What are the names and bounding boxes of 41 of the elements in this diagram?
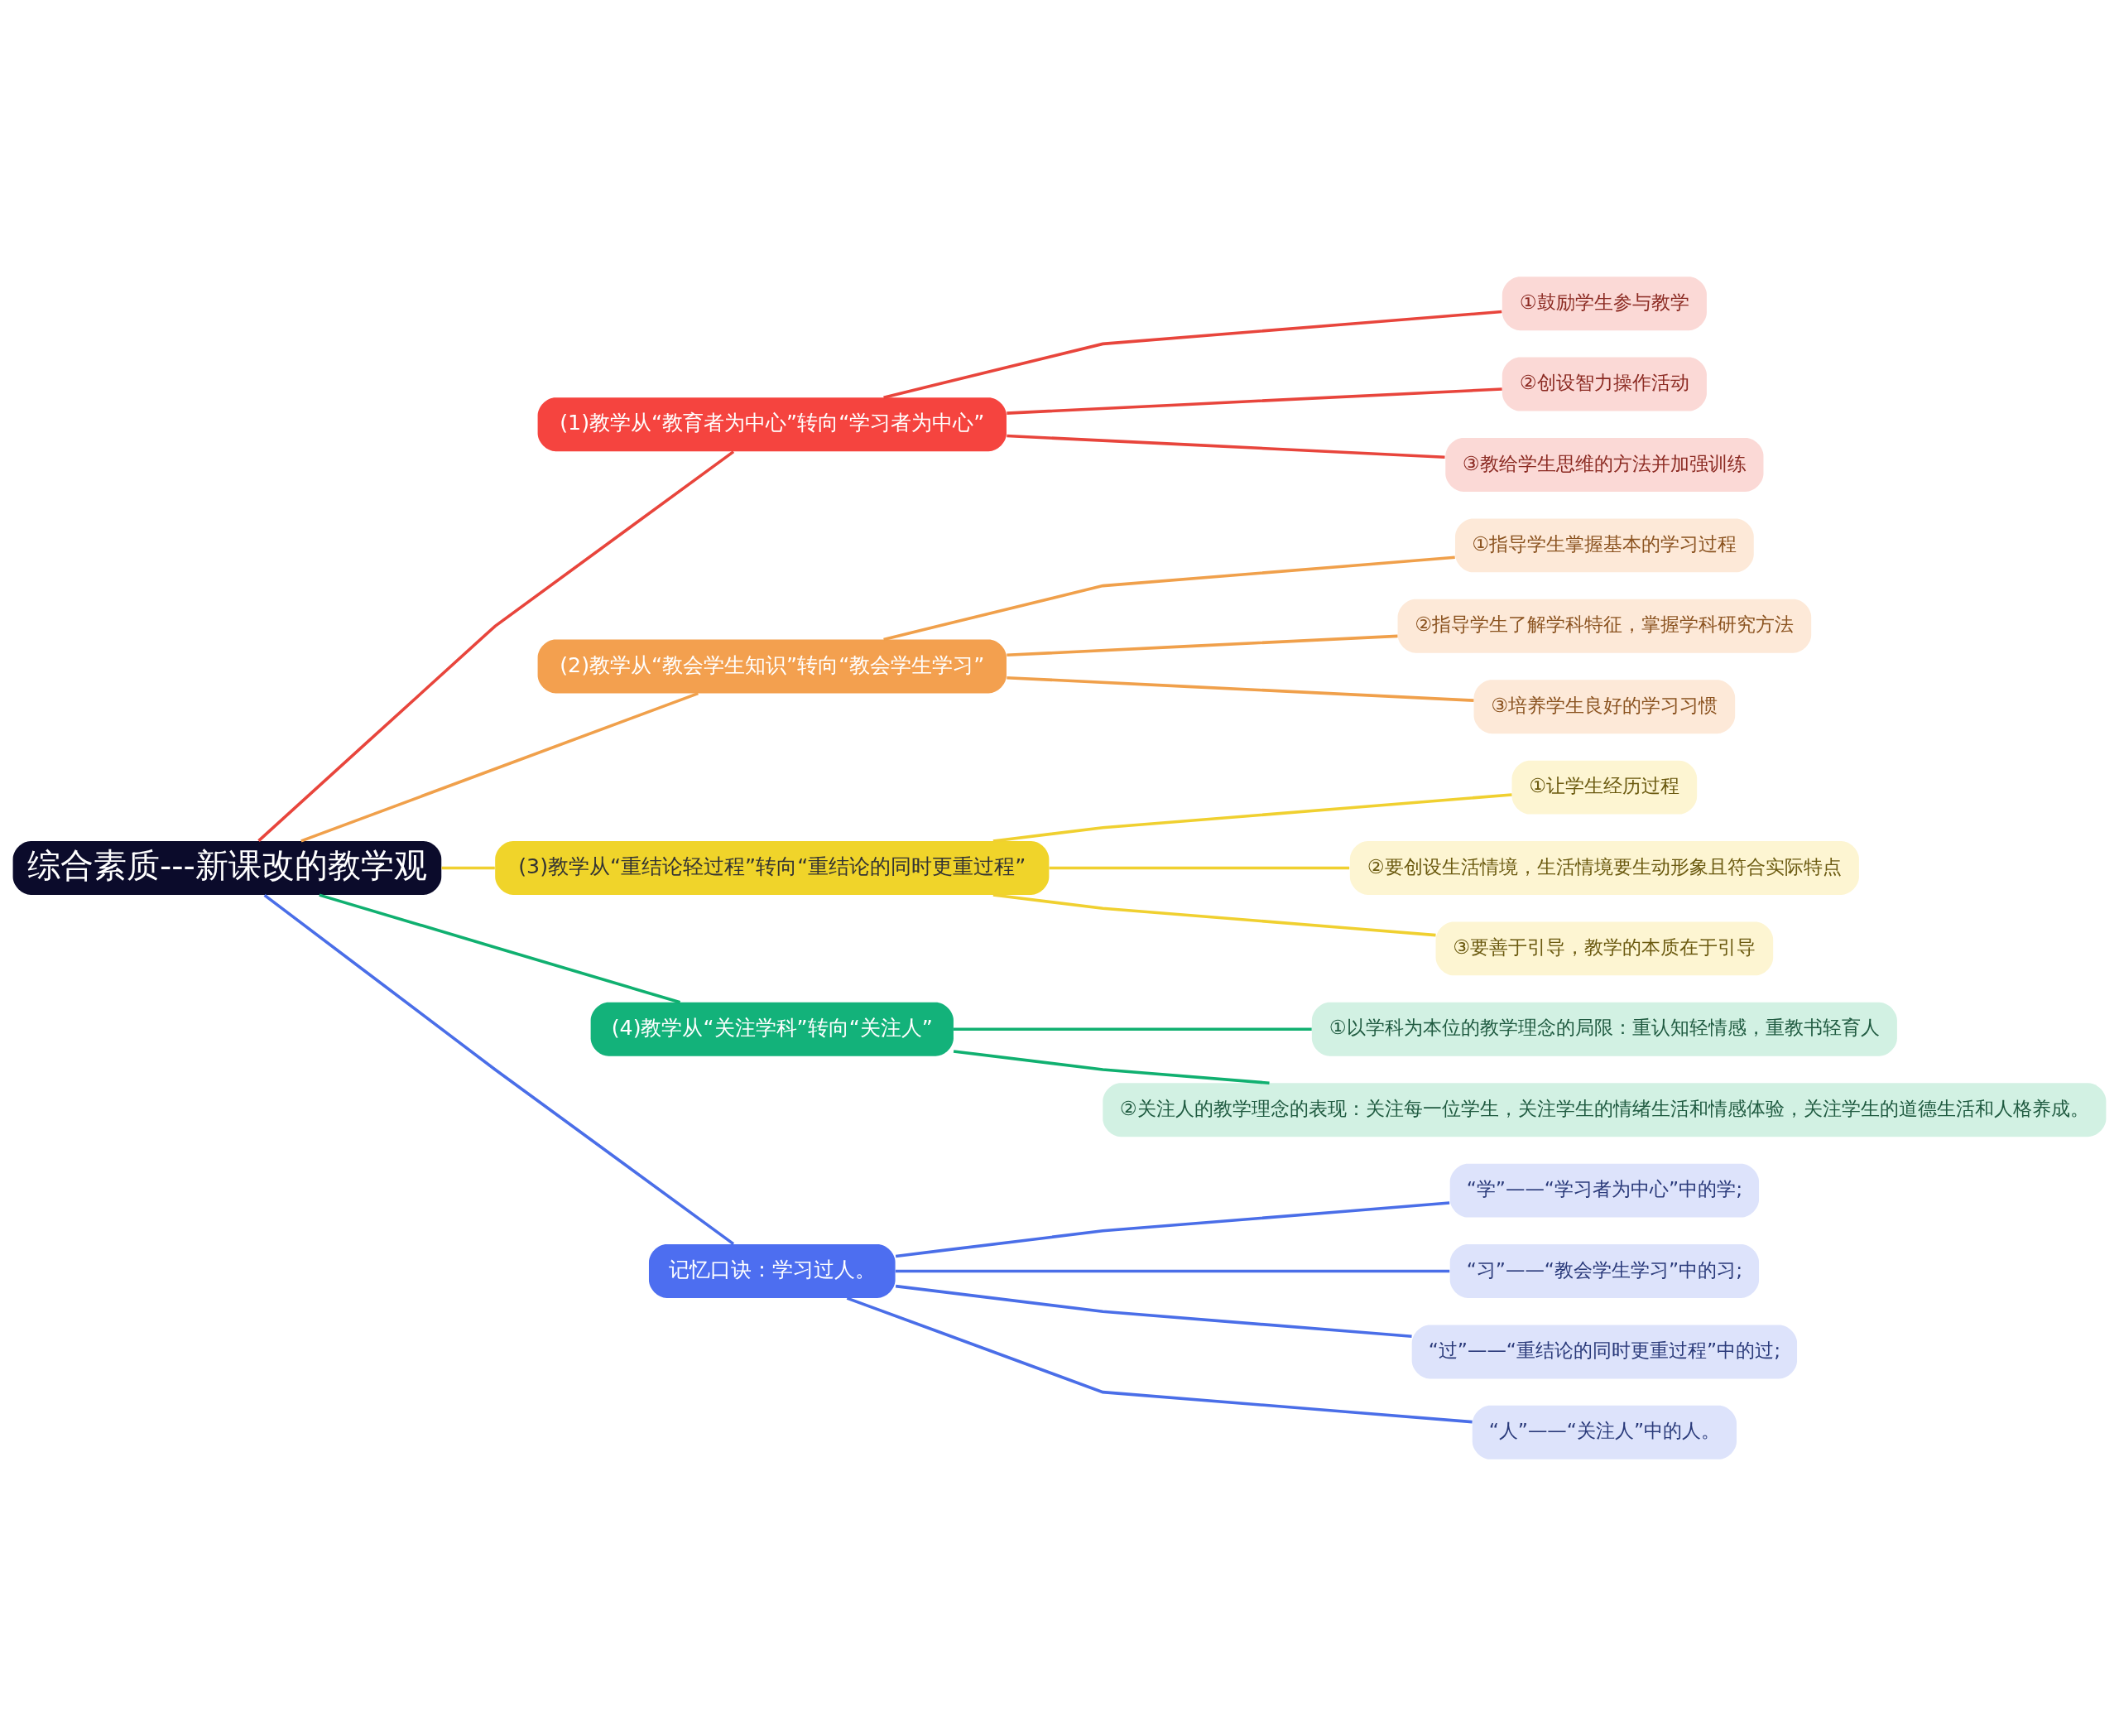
node-box: ①指导学生掌握基本的学习过程 xyxy=(1455,518,1754,573)
node-box: ②创设智力操作活动 xyxy=(1502,357,1707,411)
node-box: ③要善于引导，教学的本质在于引导 xyxy=(1435,921,1774,976)
connector xyxy=(1007,676,1474,702)
connector xyxy=(1007,634,1398,657)
node-box: (3)教学从“重结论轻过程”转向“重结论的同时更重过程” xyxy=(495,841,1050,895)
connector xyxy=(1007,434,1445,459)
connector xyxy=(895,1201,1450,1258)
node-box: ②指导学生了解学科特征，掌握学科研究方法 xyxy=(1397,599,1812,653)
connector xyxy=(846,1296,1473,1424)
connector xyxy=(992,893,1436,937)
node-box: “习”——“教会学生学习”中的习; xyxy=(1449,1244,1760,1298)
node-box: ②关注人的教学理念的表现：关注每一位学生，关注学生的情绪生活和情感体验，关注学生的道德生活和人格养成。 xyxy=(1103,1083,2107,1137)
node-box: (1)教学从“教育者为中心”转向“学习者为中心” xyxy=(537,397,1007,452)
connector xyxy=(895,1284,1412,1339)
node-box: “人”——“关注人”中的人。 xyxy=(1472,1405,1737,1459)
node-box: ①让学生经历过程 xyxy=(1511,760,1698,815)
node-box: ③教给学生思维的方法并加强训练 xyxy=(1445,438,1764,492)
connector xyxy=(953,1050,1270,1084)
connector xyxy=(992,793,1512,843)
node-box: ②要创设生活情境，生活情境要生动形象且符合实际特点 xyxy=(1349,841,1859,895)
node-box: 记忆口诀：学习过人。 xyxy=(648,1244,896,1298)
node-box: ①鼓励学生参与教学 xyxy=(1502,277,1707,331)
connector xyxy=(954,1027,1312,1032)
node-box: “学”——“学习者为中心”中的学; xyxy=(1449,1163,1760,1218)
connector xyxy=(300,691,699,843)
node-box: (4)教学从“关注学科”转向“关注人” xyxy=(590,1002,954,1056)
connector xyxy=(883,555,1455,642)
connector xyxy=(895,1269,1450,1273)
connector xyxy=(883,310,1502,399)
connector xyxy=(1049,866,1350,870)
connector xyxy=(263,893,735,1246)
node-box: (2)教学从“教会学生知识”转向“教会学生学习” xyxy=(537,639,1007,694)
node-box: ③培养学生良好的学习习惯 xyxy=(1473,680,1736,734)
node-box: “过”——“重结论的同时更重过程”中的过; xyxy=(1411,1325,1798,1379)
connector xyxy=(319,893,681,1004)
node-box: 综合素质---新课改的教学观 xyxy=(12,841,442,895)
connector xyxy=(257,450,735,842)
node-box: ①以学科为本位的教学理念的局限：重认知轻情感，重教书轻育人 xyxy=(1311,1002,1897,1056)
connector xyxy=(441,866,495,870)
connector xyxy=(1007,387,1502,415)
